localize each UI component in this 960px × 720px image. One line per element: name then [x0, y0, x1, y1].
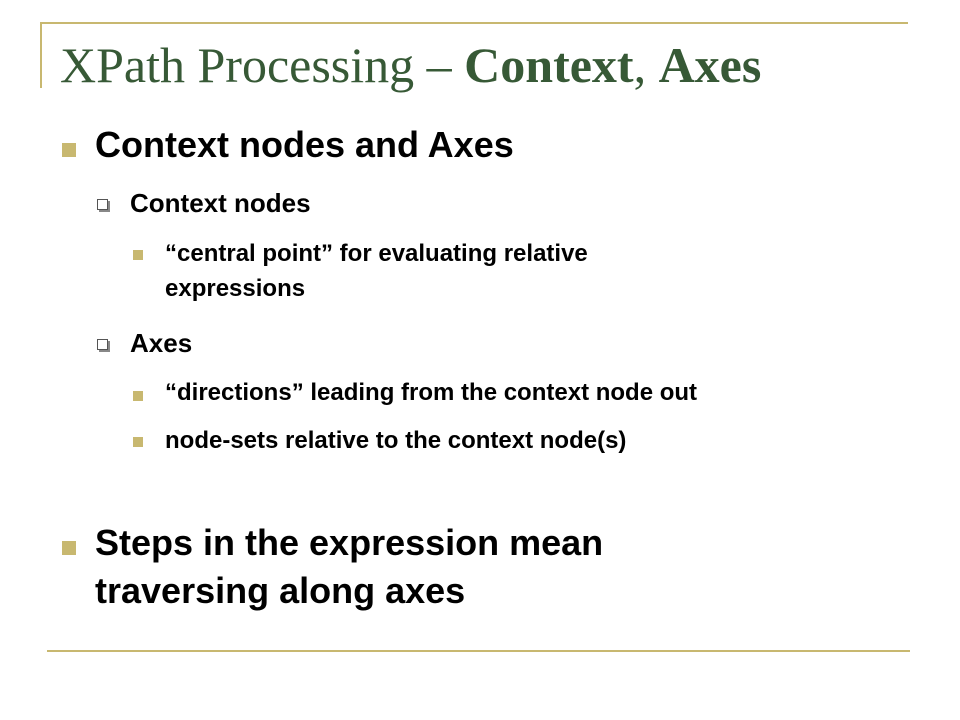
- square-bullet-icon: [62, 143, 76, 157]
- bullet-central-point-line2: expressions: [165, 275, 306, 302]
- hollow-square-bullet-icon: [97, 199, 108, 210]
- square-bullet-icon: [133, 250, 143, 260]
- title-bold-axes: Axes: [658, 37, 762, 93]
- bullet-context-nodes-and-axes: Context nodes and Axes: [95, 124, 514, 165]
- square-bullet-icon: [62, 541, 76, 555]
- title-bold-context: Context: [464, 37, 634, 93]
- bullet-node-sets: node-sets relative to the context node(s…: [165, 427, 627, 454]
- square-bullet-icon: [133, 437, 143, 447]
- title-separator: ,: [633, 37, 659, 93]
- title-plain: XPath Processing –: [60, 37, 465, 93]
- bullet-central-point-line1: “central point” for evaluating relative: [165, 240, 588, 267]
- bullet-steps-line2: traversing along axes: [95, 570, 466, 611]
- bullet-steps-line1: Steps in the expression mean: [95, 522, 604, 563]
- bottom-divider: [47, 650, 910, 652]
- square-bullet-icon: [133, 391, 143, 401]
- bullet-directions: “directions” leading from the context no…: [165, 379, 698, 406]
- top-divider: [40, 22, 908, 24]
- hollow-square-bullet-icon: [97, 339, 108, 350]
- bullet-axes: Axes: [130, 328, 193, 358]
- slide-title: XPath Processing – Context, Axes: [60, 38, 761, 93]
- bullet-context-nodes: Context nodes: [130, 188, 311, 218]
- left-divider: [40, 22, 42, 88]
